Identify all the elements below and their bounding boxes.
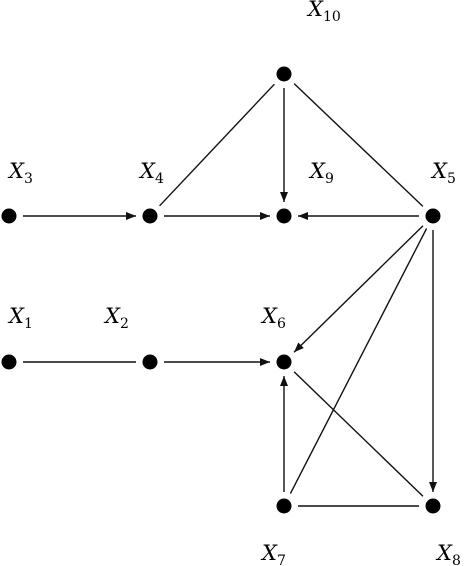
- node-x8: [425, 498, 441, 514]
- node-label-x9: X9: [308, 159, 334, 187]
- node-x4: [142, 208, 158, 224]
- edge-x6-x8: [293, 371, 424, 497]
- node-x6: [276, 354, 292, 370]
- node-label-x3: X3: [7, 159, 33, 187]
- edge-x10-x5: [293, 83, 424, 207]
- edges-layer: [23, 83, 437, 507]
- node-x2: [142, 354, 158, 370]
- node-label-x6: X6: [260, 304, 286, 332]
- node-x5: [425, 208, 441, 224]
- node-label-x8: X8: [435, 541, 461, 566]
- node-x7: [276, 498, 292, 514]
- node-label-x5: X5: [430, 159, 456, 187]
- nodes-layer: [1, 66, 441, 514]
- node-x1: [1, 354, 17, 370]
- node-label-x10: X10: [306, 0, 341, 25]
- node-label-x4: X4: [138, 159, 164, 187]
- node-label-x7: X7: [260, 541, 286, 566]
- edge-x5-x6: [293, 225, 424, 353]
- node-x10: [276, 66, 292, 82]
- edge-x10-x4: [159, 83, 275, 207]
- node-x9: [276, 208, 292, 224]
- node-label-x1: X1: [7, 304, 33, 332]
- edge-x5-x7: [289, 228, 428, 494]
- node-label-x2: X2: [103, 304, 129, 332]
- node-x3: [1, 208, 17, 224]
